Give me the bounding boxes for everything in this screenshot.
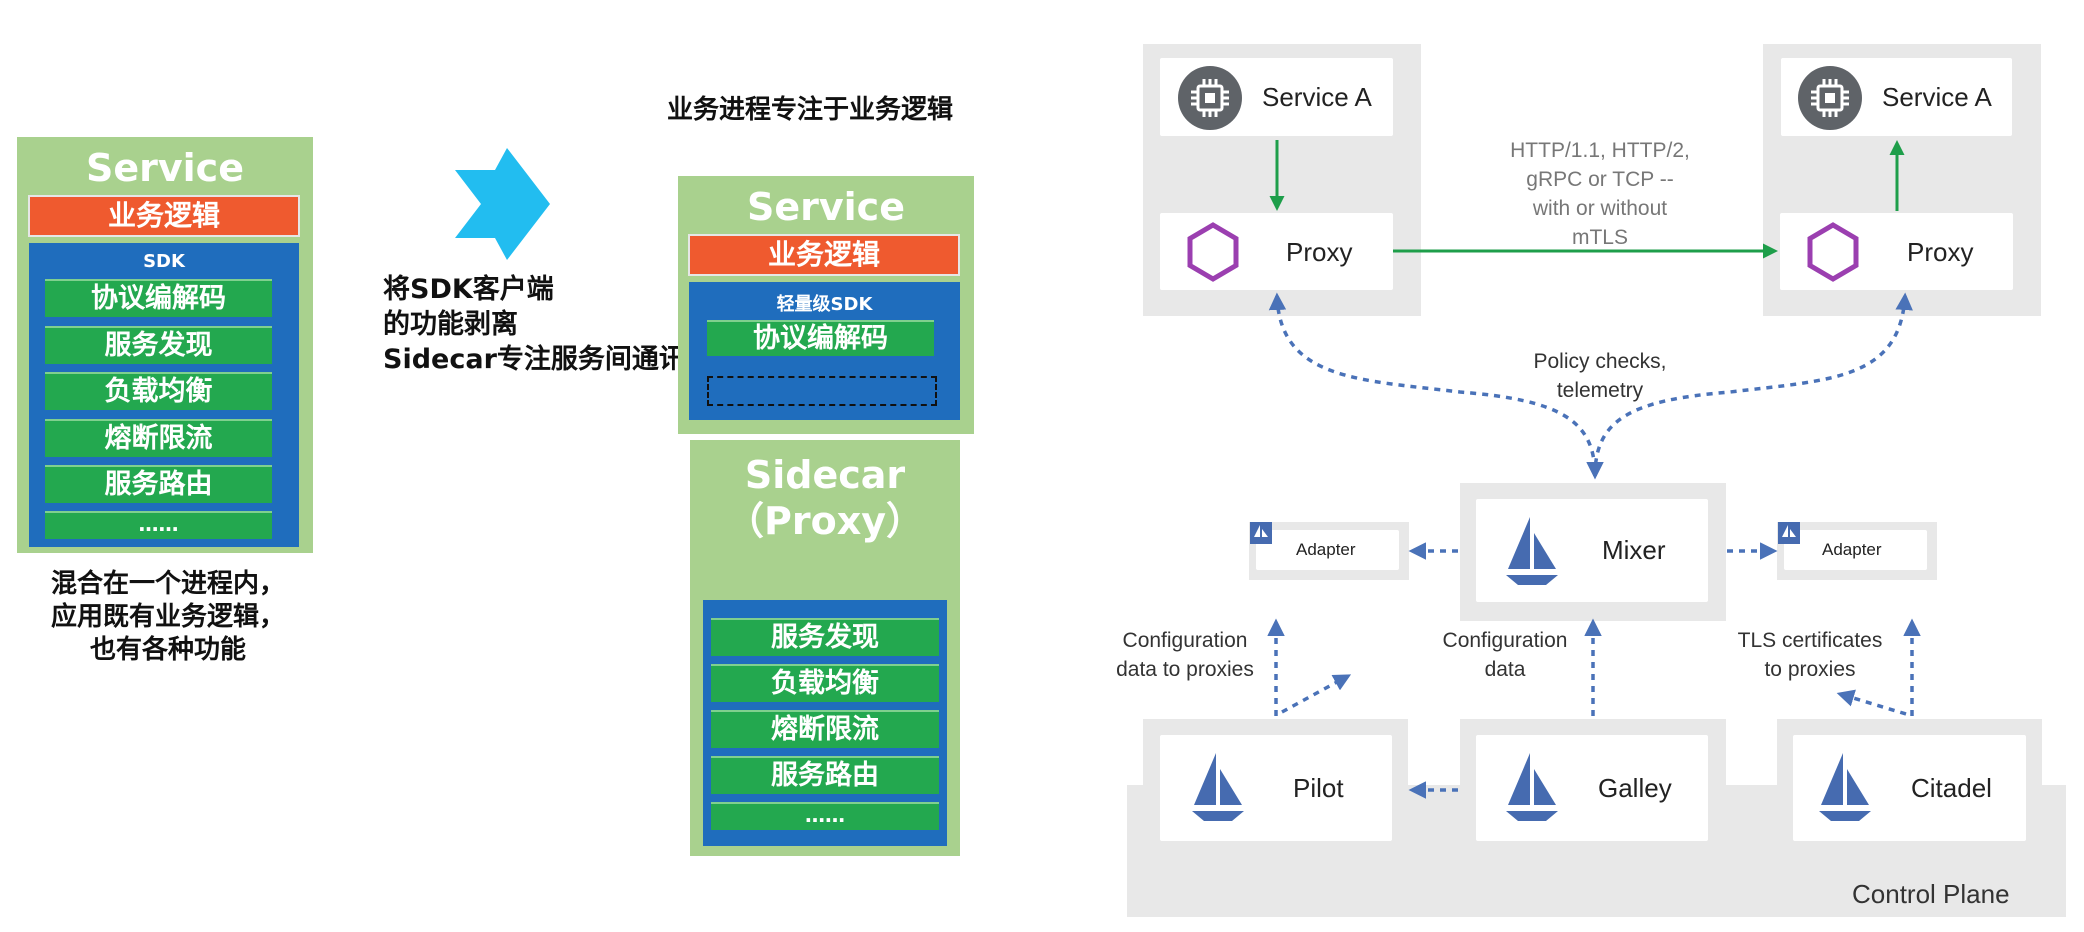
adapter-left-label: Adapter — [1296, 540, 1356, 559]
left-item-circuit-breaker: 熔断限流 — [45, 419, 272, 457]
istio-sail-icon — [1192, 753, 1244, 821]
right-service-title: Service — [747, 185, 905, 229]
citadel-tls-diagonal — [1836, 689, 1907, 716]
pilot-config-diagonal — [1281, 674, 1352, 714]
adapter-icon — [1250, 522, 1272, 544]
proxy-hexagon-icon — [1807, 222, 1859, 282]
left-item-more: …… — [45, 511, 272, 539]
right-light-sdk-box: 轻量级SDK 协议编解码 — [689, 282, 960, 420]
proxy-left-card: Proxy — [1160, 213, 1393, 290]
istio-sail-icon — [1506, 753, 1558, 821]
right-service-box: Service 业务逻辑 轻量级SDK 协议编解码 — [678, 176, 974, 434]
service-a-left-label: Service A — [1262, 82, 1372, 112]
adapter-right-label: Adapter — [1822, 540, 1882, 559]
config-proxies-note: Configuration data to proxies — [1116, 629, 1254, 681]
mixer-label: Mixer — [1602, 535, 1666, 565]
sidecar-title: Sidecar （Proxy） — [726, 453, 924, 543]
chip-icon — [1798, 66, 1862, 130]
right-empty-slot — [707, 376, 937, 406]
adapter-icon — [1778, 522, 1800, 544]
sidecar-item-more: …… — [711, 802, 939, 830]
mixer-card: Mixer — [1476, 499, 1708, 602]
galley-label: Galley — [1598, 773, 1672, 803]
policy-right-connector — [1593, 292, 1913, 477]
right-light-sdk-label: 轻量级SDK — [776, 294, 873, 315]
tls-note: TLS certificates to proxies — [1737, 629, 1883, 681]
policy-left-connector — [1268, 292, 1604, 480]
right-business-logic-bar: 业务逻辑 — [688, 234, 960, 276]
proxy-right-card: Proxy — [1780, 213, 2013, 290]
left-item-load-balance: 负载均衡 — [45, 372, 272, 410]
left-item-discovery: 服务发现 — [45, 326, 272, 364]
sidecar-item-load-balance: 负载均衡 — [711, 664, 939, 702]
left-item-routing: 服务路由 — [45, 465, 272, 503]
galley-card: Galley — [1476, 735, 1708, 841]
left-sdk-box: SDK 协议编解码 服务发现 负载均衡 熔断限流 服务路由 …… — [29, 243, 299, 547]
left-service-box: Service 业务逻辑 SDK 协议编解码 服务发现 负载均衡 熔断限流 服务… — [17, 137, 313, 553]
chip-icon — [1178, 66, 1242, 130]
config-note: Configuration data — [1442, 629, 1568, 681]
right-item-codec: 协议编解码 — [707, 320, 934, 356]
service-a-right-card: Service A — [1781, 58, 2012, 136]
sidecar-item-circuit-breaker: 熔断限流 — [711, 710, 939, 748]
right-stack-heading: 业务进程专注于业务逻辑 — [666, 95, 953, 125]
proxy-left-label: Proxy — [1286, 237, 1353, 267]
proxy-right-label: Proxy — [1907, 237, 1974, 267]
control-plane-label: Control Plane — [1852, 879, 2010, 909]
service-a-left-card: Service A — [1160, 58, 1393, 136]
pilot-card: Pilot — [1160, 735, 1392, 841]
pilot-label: Pilot — [1293, 773, 1344, 803]
service-a-right-label: Service A — [1882, 82, 1992, 112]
left-service-title: Service — [86, 146, 244, 190]
protocol-note: HTTP/1.1, HTTP/2, gRPC or TCP -- with or… — [1510, 139, 1690, 249]
sidecar-item-discovery: 服务发现 — [711, 618, 939, 656]
sidecar-item-routing: 服务路由 — [711, 756, 939, 794]
left-caption: 混合在一个进程内， 应用既有业务逻辑， 也有各种功能 — [50, 569, 285, 665]
extract-arrow-icon — [455, 148, 550, 260]
arrow-caption: 将SDK客户端 的功能剥离 Sidecar专注服务间通讯 — [383, 274, 686, 375]
sidecar-function-box: 服务发现 负载均衡 熔断限流 服务路由 …… — [703, 600, 947, 846]
left-item-codec: 协议编解码 — [45, 279, 272, 317]
left-business-logic-bar: 业务逻辑 — [28, 195, 300, 237]
citadel-label: Citadel — [1911, 773, 1992, 803]
left-sdk-label: SDK — [143, 251, 185, 272]
istio-sail-icon — [1506, 517, 1558, 585]
proxy-hexagon-icon — [1187, 222, 1239, 282]
citadel-card: Citadel — [1793, 735, 2026, 841]
adapter-right-card: Adapter — [1784, 530, 1927, 570]
sidecar-box: Sidecar （Proxy） 服务发现 负载均衡 熔断限流 服务路由 …… — [690, 440, 960, 856]
istio-sail-icon — [1819, 753, 1871, 821]
adapter-left-card: Adapter — [1256, 530, 1399, 570]
